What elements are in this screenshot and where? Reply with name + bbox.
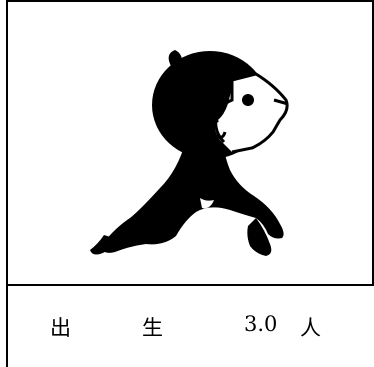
frame-left-border bbox=[6, 0, 8, 367]
frame-right-border bbox=[372, 0, 374, 286]
caption-value: 3.0 bbox=[244, 312, 278, 336]
caption-row: 出 生 3.0 人 bbox=[8, 286, 374, 367]
caption-unit: 人 bbox=[300, 316, 321, 340]
frame-divider bbox=[6, 284, 374, 286]
crawling-baby-icon bbox=[60, 40, 330, 270]
caption-label-second-char: 生 bbox=[142, 316, 163, 340]
caption-label-first-char: 出 bbox=[50, 316, 71, 340]
frame-top-border bbox=[6, 0, 374, 2]
